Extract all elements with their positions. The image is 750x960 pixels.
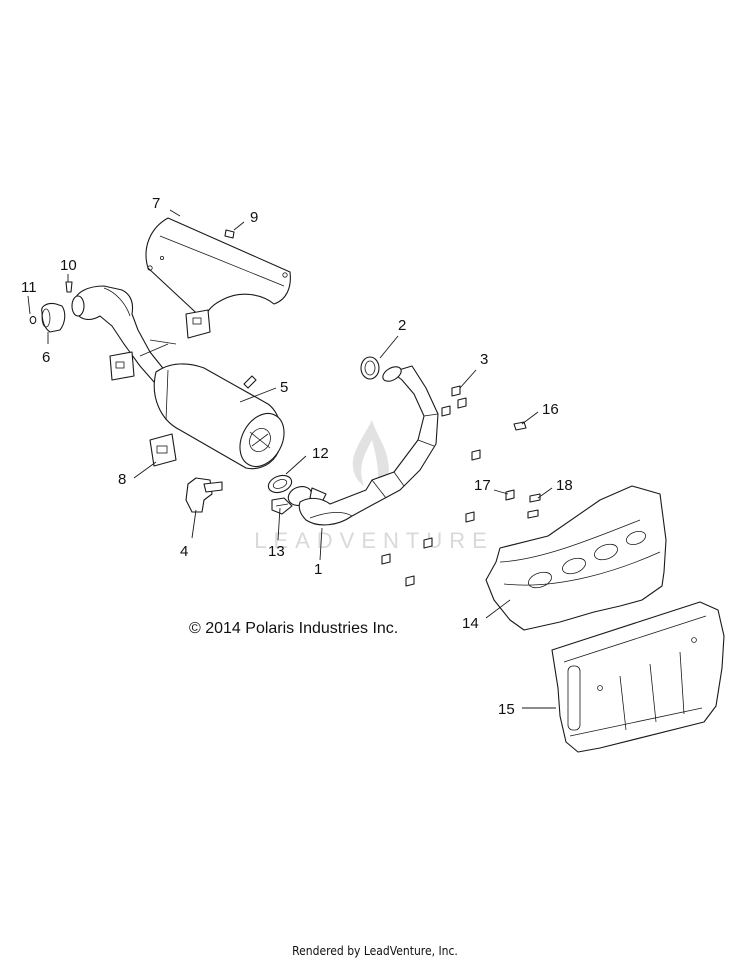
callout-15: 15	[498, 701, 515, 718]
part-5-muffler	[71, 285, 285, 470]
part-2-gasket	[360, 356, 380, 380]
callout-1: 1	[314, 561, 322, 578]
part-10-screw	[65, 281, 73, 293]
part-13-sensor	[271, 497, 293, 515]
hanger-rubber-middle	[109, 351, 135, 381]
part-8-hanger-rubber	[149, 433, 177, 467]
part-11-nut	[29, 315, 37, 325]
callout-16: 16	[542, 401, 559, 418]
copyright-notice: © 2014 Polaris Industries Inc.	[189, 620, 398, 637]
part-6-sleeve	[41, 302, 66, 333]
part-16-rivet	[513, 421, 527, 431]
callout-18: 18	[556, 477, 573, 494]
callout-9: 9	[250, 209, 258, 226]
part-3-bolts	[441, 385, 467, 417]
part-9-bolt	[224, 229, 235, 239]
part-12-gasket	[267, 474, 293, 494]
part-7-heat-shield	[145, 217, 291, 323]
callout-13: 13	[268, 543, 285, 560]
callout-8: 8	[118, 471, 126, 488]
part-17-fasteners	[381, 449, 515, 587]
footer-credit: Rendered by LeadVenture, Inc.	[292, 944, 458, 958]
watermark-text: LEADVENTURE	[254, 528, 494, 553]
leader-lines	[27, 209, 556, 709]
callout-12: 12	[312, 445, 329, 462]
callout-6: 6	[42, 349, 50, 366]
callout-11: 11	[21, 279, 37, 296]
hanger-rubber-upper	[185, 309, 211, 339]
part-4-bracket	[185, 477, 223, 513]
callout-14: 14	[462, 615, 479, 632]
callout-7: 7	[152, 195, 160, 212]
callout-labels: 7 9 10 11 6 2 3 5 16 12 8 17 18 4 13 1 1…	[21, 195, 573, 718]
callout-4: 4	[180, 543, 188, 560]
callout-17: 17	[474, 477, 491, 494]
callout-5: 5	[280, 379, 288, 396]
callout-10: 10	[60, 257, 77, 274]
leadventure-watermark: LEADVENTURE	[254, 420, 494, 553]
part-15-heat-plate	[551, 601, 725, 753]
part-1-head-pipe	[298, 365, 439, 526]
callout-3: 3	[480, 351, 488, 368]
callout-2: 2	[398, 317, 406, 334]
part-18-rivets	[527, 493, 541, 519]
part-14-heat-shield	[485, 485, 667, 631]
